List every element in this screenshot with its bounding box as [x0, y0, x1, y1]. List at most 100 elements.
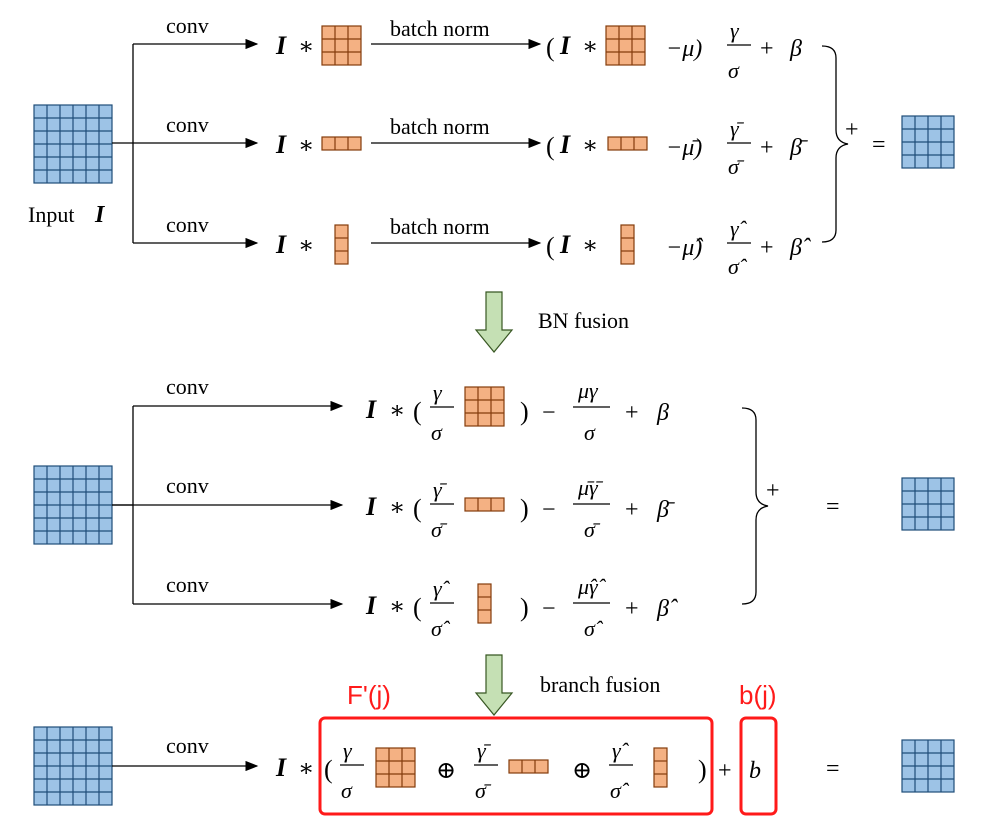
svg-text:⊕: ⊕ [436, 758, 456, 784]
output-grid [901, 739, 955, 793]
svg-text:β̄: β̄ [656, 497, 675, 523]
svg-text:(: ( [546, 33, 555, 62]
svg-text:γ̄: γ̄ [477, 738, 492, 763]
conv-label: conv [166, 473, 209, 498]
svg-text:∗: ∗ [582, 233, 598, 259]
svg-text:γ: γ [730, 18, 740, 43]
svg-text:μ̂γ̂: μ̂γ̂ [577, 574, 607, 599]
svg-text:I: I [559, 230, 571, 259]
input-var: I [94, 202, 106, 228]
kernel-3x3 [605, 25, 646, 66]
svg-text:∗: ∗ [582, 34, 598, 60]
svg-text:−: − [542, 596, 556, 622]
conv-label: conv [166, 572, 209, 597]
svg-text:I: I [275, 230, 287, 259]
bias-symbol: b [749, 758, 761, 784]
svg-text:I: I [559, 130, 571, 159]
input-tensor-grid [33, 104, 113, 184]
sum-brace [741, 407, 769, 605]
kernel-3x3 [464, 386, 505, 427]
svg-text:I: I [365, 395, 377, 424]
svg-text:−μ̂): −μ̂) [666, 235, 703, 261]
svg-text:γ̄: γ̄ [433, 477, 448, 502]
svg-text:I: I [275, 31, 287, 60]
plus-sign: + [845, 117, 859, 143]
svg-text:γ: γ [343, 738, 353, 763]
svg-text:γ̂: γ̂ [730, 216, 748, 241]
svg-text:∗: ∗ [389, 398, 405, 424]
batch-norm-label: batch norm [390, 114, 490, 139]
svg-text:I: I [365, 591, 377, 620]
equals-sign: = [826, 494, 840, 520]
section-fused-bn: conv conv conv I ∗ ( γ σ ) − μγ σ + β I … [33, 374, 955, 641]
svg-text:σ̂: σ̂ [728, 254, 748, 279]
output-grid [901, 115, 955, 169]
fused-kernel-box [318, 716, 714, 816]
svg-text:): ) [520, 494, 529, 523]
svg-text:γ̂: γ̂ [612, 738, 630, 763]
svg-text:+: + [760, 36, 774, 62]
branch-fusion-label: branch fusion [540, 672, 660, 697]
svg-text:σ̂: σ̂ [431, 616, 451, 641]
svg-text:(: ( [413, 397, 422, 426]
svg-text:σ̄: σ̄ [475, 778, 492, 803]
input-tensor-grid [33, 726, 113, 806]
branch-fusion-arrow: branch fusion [474, 654, 660, 716]
kernel-3x3 [375, 747, 416, 788]
input-label: Input [28, 202, 74, 227]
svg-text:β̄: β̄ [789, 135, 808, 161]
kernel-3x1 [620, 224, 635, 265]
svg-text:γ: γ [433, 380, 443, 405]
svg-text:I: I [275, 753, 287, 782]
svg-text:(: ( [413, 494, 422, 523]
svg-text:I: I [275, 130, 287, 159]
svg-text:+: + [760, 135, 774, 161]
fused-bias-box [739, 716, 778, 816]
kernel-3x1 [334, 224, 349, 265]
plus-sign: + [766, 478, 780, 504]
bn-fusion-label: BN fusion [538, 308, 629, 333]
svg-text:γ̂: γ̂ [433, 576, 451, 601]
kernel-3x3 [321, 25, 362, 66]
svg-text:(: ( [413, 593, 422, 622]
svg-text:−μ): −μ) [666, 36, 702, 62]
svg-text:σ̄: σ̄ [584, 517, 601, 542]
svg-text:γ̄: γ̄ [730, 116, 745, 141]
svg-text:β̂: β̂ [789, 235, 811, 261]
svg-text:σ̄: σ̄ [431, 517, 448, 542]
svg-text:+: + [718, 758, 732, 784]
kernel-3x1 [477, 583, 492, 624]
svg-text:∗: ∗ [298, 133, 314, 159]
svg-text:∗: ∗ [298, 756, 314, 782]
kernel-3x1 [653, 747, 668, 788]
kernel-1x3 [464, 497, 505, 512]
svg-text:β: β [789, 36, 802, 62]
batch-norm-label: batch norm [390, 16, 490, 41]
svg-text:β̂: β̂ [656, 596, 678, 622]
svg-text:σ: σ [584, 420, 596, 445]
svg-text:σ̂: σ̂ [584, 616, 604, 641]
svg-text:(: ( [546, 132, 555, 161]
equals-sign: = [826, 756, 840, 782]
svg-text:−: − [542, 400, 556, 426]
kernel-1x3 [321, 136, 362, 151]
svg-text:+: + [625, 596, 639, 622]
svg-text:β: β [656, 400, 669, 426]
svg-text:σ̂: σ̂ [610, 778, 630, 803]
svg-text:−μ̄): −μ̄) [666, 135, 702, 161]
fused-bias-label: b(j) [739, 680, 777, 710]
svg-text:∗: ∗ [582, 133, 598, 159]
svg-text:): ) [520, 593, 529, 622]
svg-text:): ) [520, 397, 529, 426]
svg-text:σ: σ [728, 58, 740, 83]
svg-text:σ: σ [341, 778, 353, 803]
svg-text:+: + [760, 235, 774, 261]
fused-kernel-label: F'(j) [347, 680, 391, 710]
svg-text:σ: σ [431, 420, 443, 445]
svg-text:μ̄γ̄: μ̄γ̄ [577, 475, 604, 500]
svg-text:I: I [365, 492, 377, 521]
svg-text:μγ: μγ [577, 378, 599, 403]
bn-fusion-arrow: BN fusion [474, 291, 629, 353]
section-branches: Input I conv conv conv I ∗ batch norm ( … [28, 13, 955, 279]
kernel-1x3 [508, 759, 549, 774]
